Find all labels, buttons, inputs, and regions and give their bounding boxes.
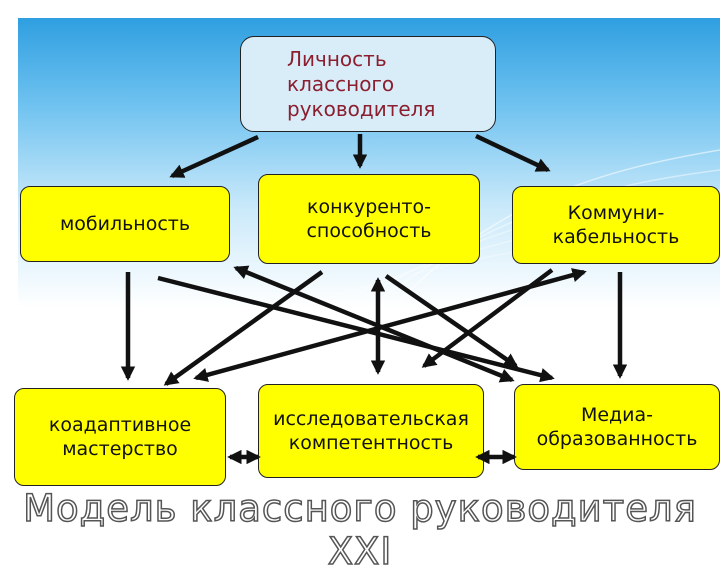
node-competitiveness: конкуренто- способность bbox=[258, 174, 480, 264]
arrow-top-to-mobility bbox=[169, 134, 259, 179]
connector-arrows bbox=[120, 133, 628, 465]
node-class-teacher-personality: Личность классного руководителя bbox=[240, 36, 496, 132]
arrow-mobility-to-media bbox=[157, 275, 555, 383]
node-coadaptive-mastery: коадаптивное мастерство bbox=[14, 388, 226, 486]
node-mobility: мобильность bbox=[20, 186, 230, 262]
arrow-top-area-to-media bbox=[233, 265, 515, 383]
arrow-competitiveness-to-media bbox=[384, 274, 519, 368]
node-research-competence: исследовательская компетентность bbox=[258, 384, 484, 478]
arrow-communicability-to-research bbox=[421, 268, 554, 368]
node-media-education: Медиа- образованность bbox=[514, 384, 720, 470]
arrow-top-to-communicability bbox=[475, 133, 551, 173]
diagram-caption: Модель классного руководителя XXI bbox=[22, 486, 697, 573]
node-communicability: Коммуни- кабельность bbox=[512, 186, 720, 264]
